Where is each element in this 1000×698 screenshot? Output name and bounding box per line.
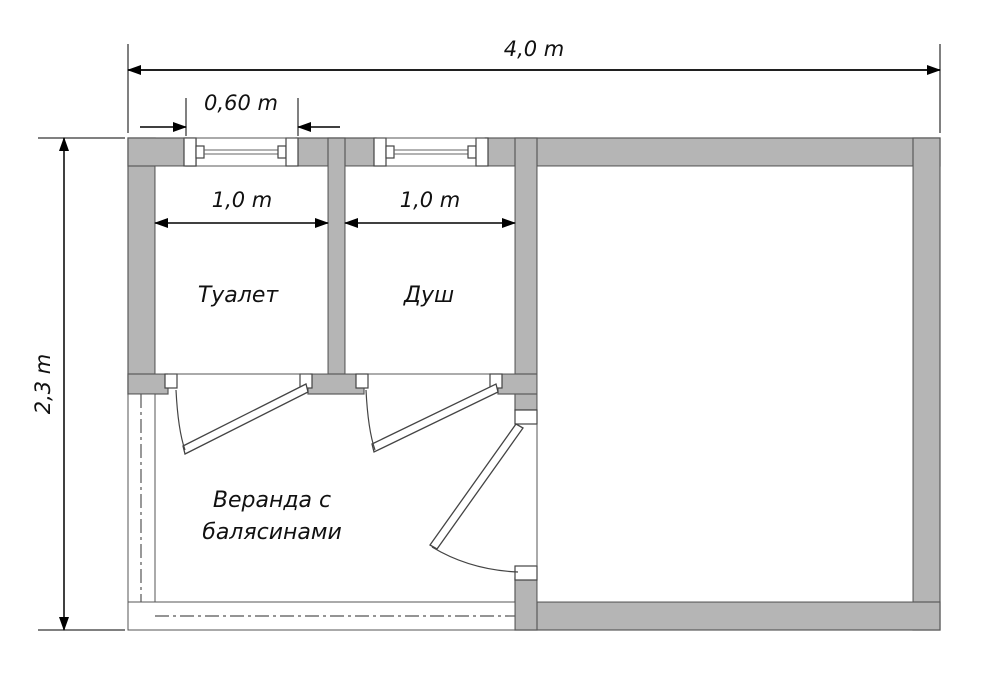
veranda-railing [127, 393, 516, 631]
room-label-veranda-line2: балясинами [202, 520, 342, 545]
wall-room-left-lower [514, 577, 538, 631]
room-label-shower: Душ [403, 283, 454, 308]
room-label-toilet: Туалет [198, 283, 280, 308]
wall-partition [327, 137, 346, 393]
room-label-veranda-line1: Веранда с [213, 488, 331, 513]
dim-total-height: 2,3 m [31, 354, 55, 415]
room-labels: Туалет Душ Веранда с балясинами [198, 283, 454, 545]
wall-stub-3 [497, 373, 538, 395]
wall-top-right [484, 137, 941, 167]
windows [155, 137, 489, 167]
door-shower [355, 373, 503, 453]
dim-total-width: 4,0 m [504, 37, 565, 61]
wall-stub-1 [127, 373, 169, 395]
door-toilet [164, 373, 313, 455]
wall-left [127, 137, 156, 395]
wall-right [912, 137, 941, 631]
wall-top-left [127, 137, 187, 167]
walls [127, 137, 941, 631]
door-room [429, 409, 538, 581]
dim-shower-width: 1,0 m [400, 188, 461, 212]
wall-bottom-right [514, 601, 941, 631]
dim-toilet-width: 1,0 m [212, 188, 273, 212]
dimensions: 4,0 m 0,60 m 1,0 m 1,0 m 2,3 m [31, 37, 941, 631]
wall-room-left-upper [514, 137, 538, 411]
doors [164, 373, 538, 581]
dim-window-width: 0,60 m [204, 91, 278, 115]
